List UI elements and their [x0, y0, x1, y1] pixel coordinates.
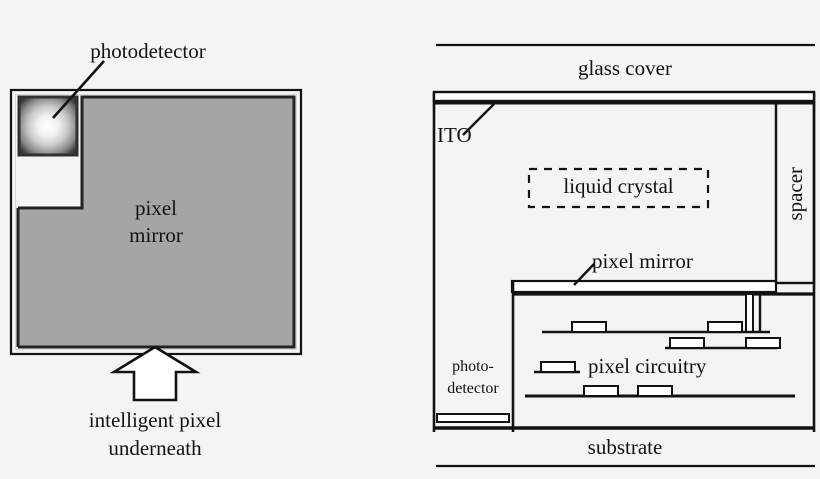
intelligent-pixel-caption-line2: underneath [108, 436, 202, 460]
circuit-gate-1a [571, 321, 607, 333]
liquid-crystal-label: liquid crystal [563, 174, 674, 198]
photodetector-leader-line [52, 60, 105, 119]
spacer-label: spacer [783, 166, 808, 221]
pixel-mirror-label-line1: pixel [135, 196, 177, 220]
ito-layer [432, 90, 816, 103]
pixel-mirror-bar [510, 279, 778, 294]
right-panel-group [432, 43, 816, 468]
circuit-gate-3b [637, 385, 673, 397]
photodetector-label: photodetector [90, 39, 206, 63]
pixel-mirror-leader-line [573, 263, 595, 286]
cross-photodetector-label-line2: detector [447, 380, 499, 397]
left-panel-group [9, 60, 303, 402]
pixel-mirror-area [18, 97, 294, 347]
pixel-mirror-label-line2: mirror [129, 223, 183, 247]
photodetector-square-border [17, 95, 79, 157]
cross-photodetector-label-line1: photo- [452, 358, 494, 375]
intelligent-pixel-caption-line1: intelligent pixel [88, 408, 222, 432]
pixel-mirror-outline [18, 95, 296, 349]
circuit-gate-1b [707, 321, 743, 333]
intelligent-pixel-arrow [109, 345, 201, 402]
mirror-via-post [745, 293, 754, 333]
substrate-label: substrate [587, 435, 663, 459]
spacer-column [774, 101, 816, 285]
photodetector-square [19, 97, 77, 155]
circuit-gate-2a [669, 337, 705, 349]
cross-pixel-mirror-label: pixel mirror [592, 249, 693, 273]
pixel-circuitry-label: pixel circuitry [588, 354, 707, 378]
circuit-gate-3a [583, 385, 619, 397]
glass-cover-label: glass cover [578, 56, 672, 80]
liquid-crystal-box [527, 167, 710, 209]
ito-leader-line [462, 103, 495, 136]
ito-label: ITO [437, 123, 472, 147]
cross-photodetector-contact [436, 413, 510, 423]
circuitry-legend-gate [540, 361, 576, 373]
circuit-gate-2b [745, 337, 781, 349]
